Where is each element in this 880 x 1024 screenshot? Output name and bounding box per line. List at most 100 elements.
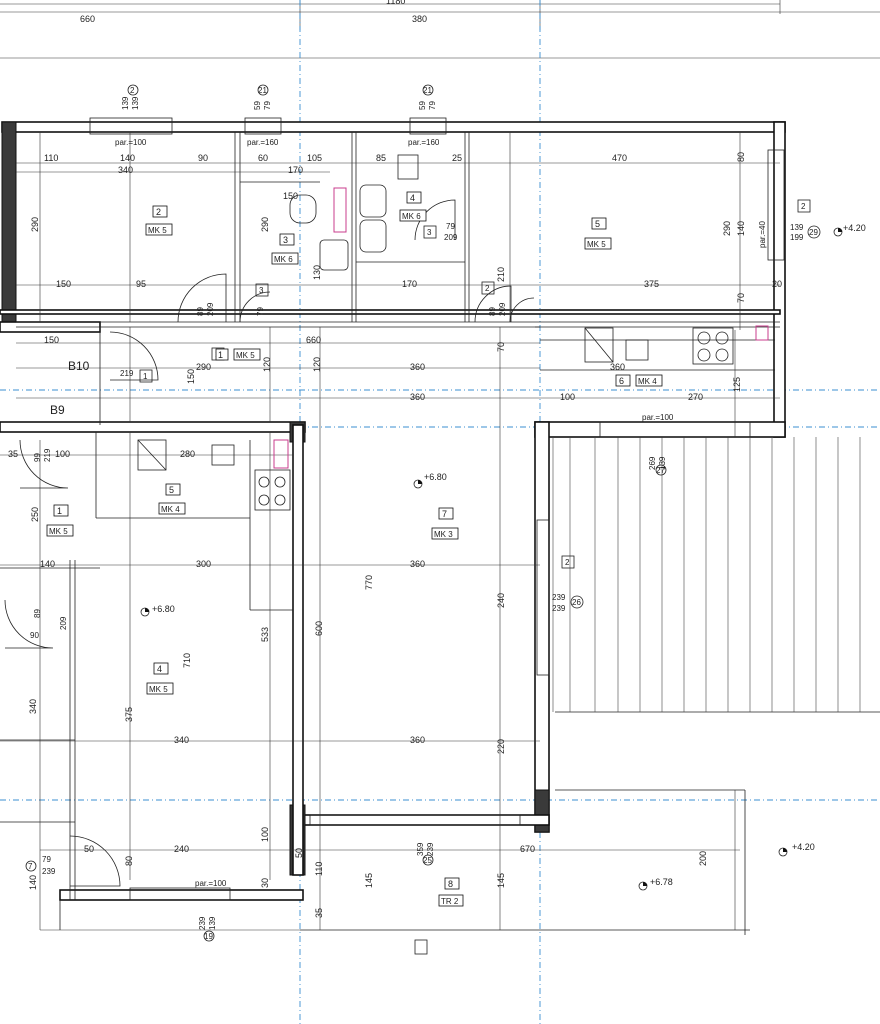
window-tag-5b: 139 [658, 456, 667, 470]
axis-labels: B10 B9 [50, 359, 90, 417]
terrace-deck [552, 437, 861, 712]
svg-text:79: 79 [256, 307, 265, 316]
svg-text:3: 3 [283, 235, 288, 245]
svg-text:200: 200 [698, 851, 708, 866]
circle-mark-8: 19 [204, 932, 213, 941]
dim-660: 660 [80, 14, 95, 24]
svg-text:130: 130 [312, 265, 322, 280]
window-tag-5: 269 [648, 456, 657, 470]
svg-text:100: 100 [560, 392, 575, 402]
svg-text:MK 6: MK 6 [402, 212, 421, 221]
svg-text:TR 2: TR 2 [441, 897, 459, 906]
svg-text:600: 600 [314, 621, 324, 636]
svg-text:770: 770 [364, 575, 374, 590]
svg-text:140: 140 [736, 221, 746, 236]
svg-text:25: 25 [452, 153, 462, 163]
parapet-6: par.=100 [195, 879, 227, 888]
window-tag-6b: 239 [552, 604, 566, 613]
svg-text:70: 70 [496, 342, 506, 352]
dim-380: 380 [412, 14, 427, 24]
svg-text:MK 5: MK 5 [149, 685, 168, 694]
svg-text:95: 95 [136, 279, 146, 289]
window-tag-4b: 199 [790, 233, 804, 242]
axis-label-b9: B9 [50, 403, 65, 417]
svg-text:240: 240 [174, 844, 189, 854]
circle-mark-7: 25 [423, 856, 432, 865]
parapet-4: par.=40 [758, 221, 767, 248]
window-tag-4: 139 [790, 223, 804, 232]
svg-text:MK 4: MK 4 [638, 377, 657, 386]
svg-text:80: 80 [124, 856, 134, 866]
square-mark-7: 2 [485, 284, 490, 293]
svg-text:90: 90 [198, 153, 208, 163]
svg-text:209: 209 [206, 302, 215, 316]
window-tag-2: 59 [253, 101, 262, 110]
level-4: +4.20 [792, 842, 815, 852]
circle-mark-6: 26 [572, 598, 581, 607]
square-mark-2: 2 [565, 558, 570, 567]
svg-text:50: 50 [84, 844, 94, 854]
svg-text:80: 80 [736, 152, 746, 162]
room-5-top: 5 MK 5 [584, 217, 612, 250]
circle-mark-3: 21 [423, 86, 432, 95]
svg-text:375: 375 [644, 279, 659, 289]
svg-text:170: 170 [402, 279, 417, 289]
circle-mark-9: 7 [28, 862, 33, 871]
svg-text:85: 85 [376, 153, 386, 163]
svg-text:MK 5: MK 5 [236, 351, 255, 360]
square-marks: 2 2 1 1 3 3 2 [139, 199, 811, 569]
square-mark-6: 3 [259, 286, 264, 295]
svg-text:79: 79 [42, 855, 51, 864]
svg-text:MK 5: MK 5 [148, 226, 167, 235]
interior-walls [0, 132, 880, 935]
svg-text:125: 125 [732, 377, 742, 392]
svg-text:150: 150 [283, 191, 298, 201]
svg-text:35: 35 [314, 908, 324, 918]
svg-text:60: 60 [258, 153, 268, 163]
svg-text:7: 7 [442, 509, 447, 519]
svg-text:360: 360 [410, 559, 425, 569]
parapet-labels: par.=100 par.=160 par.=160 par.=40 par.=… [115, 138, 767, 888]
svg-text:660: 660 [306, 335, 321, 345]
svg-text:99: 99 [33, 453, 42, 462]
svg-text:209: 209 [444, 233, 458, 242]
svg-text:1: 1 [218, 350, 223, 360]
svg-text:120: 120 [262, 357, 272, 372]
svg-text:2: 2 [156, 207, 161, 217]
room-2: 2 MK 5 [145, 205, 173, 236]
level-3: +6.80 [424, 472, 447, 482]
svg-text:670: 670 [520, 844, 535, 854]
svg-text:210: 210 [496, 267, 506, 282]
room-7: 7 MK 3 [431, 507, 459, 540]
fixtures [137, 154, 769, 955]
window-tag-1: 139 [121, 96, 130, 110]
window-tag-8: 239 [198, 916, 207, 930]
svg-text:360: 360 [410, 362, 425, 372]
svg-text:290: 290 [722, 221, 732, 236]
svg-text:250: 250 [30, 507, 40, 522]
svg-text:8: 8 [448, 879, 453, 889]
circle-mark-2: 21 [258, 86, 267, 95]
svg-text:150: 150 [44, 335, 59, 345]
room-5-kitchen: 5 MK 4 [158, 483, 186, 515]
svg-text:6: 6 [619, 376, 624, 386]
svg-text:470: 470 [612, 153, 627, 163]
svg-text:219: 219 [43, 448, 52, 462]
top-dimension-chain: 1180 660 380 [0, 0, 880, 59]
svg-text:4: 4 [410, 193, 415, 203]
svg-text:145: 145 [364, 873, 374, 888]
circle-mark-4: 29 [809, 228, 818, 237]
svg-text:89: 89 [33, 609, 42, 618]
dim-total: 1180 [386, 0, 405, 6]
room-1-hall: 1 MK 5 [215, 348, 261, 361]
svg-text:120: 120 [312, 357, 322, 372]
svg-text:280: 280 [180, 449, 195, 459]
svg-text:MK 5: MK 5 [49, 527, 68, 536]
svg-text:340: 340 [118, 165, 133, 175]
svg-text:89: 89 [196, 307, 205, 316]
room-4-bath: 4 MK 6 [399, 191, 427, 222]
window-tag-3: 59 [418, 101, 427, 110]
svg-text:150: 150 [56, 279, 71, 289]
